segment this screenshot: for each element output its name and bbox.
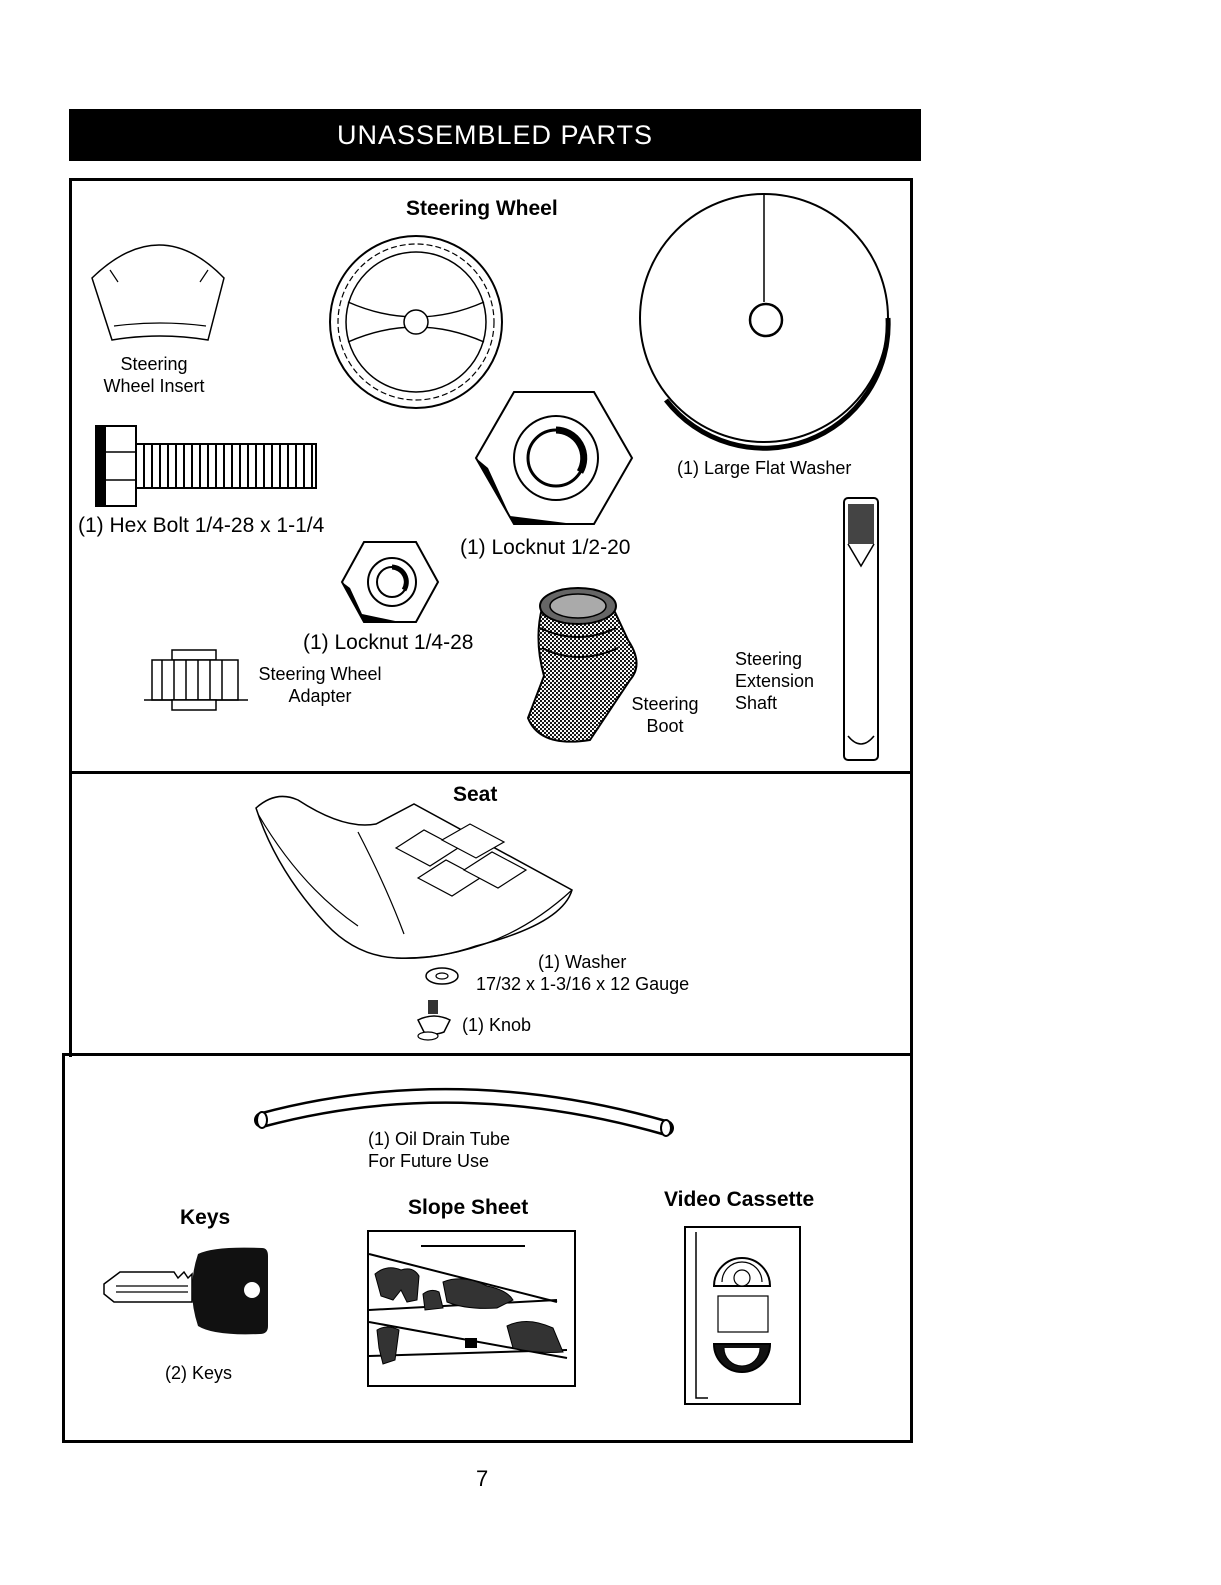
locknut-quarter-inch-label: (1) Locknut 1/4-28 <box>303 631 474 654</box>
seat-panel <box>69 771 913 1057</box>
oil-drain-tube-label: (1) Oil Drain Tube For Future Use <box>368 1129 511 1171</box>
video-cassette-icon <box>684 1226 801 1405</box>
wheel-insert-label: Steering Wheel Insert <box>103 354 205 396</box>
steering-boot-label: Steering Boot <box>631 694 699 736</box>
section-header: UNASSEMBLED PARTS <box>69 109 921 161</box>
video-cassette-title: Video Cassette <box>664 1188 815 1211</box>
extension-shaft-label: Steering Extension Shaft <box>735 649 815 713</box>
seat-icon <box>255 795 573 959</box>
locknut-quarter-inch-icon <box>340 541 440 623</box>
locknut-half-inch-icon <box>474 391 634 525</box>
steering-parts-panel <box>69 178 913 774</box>
knob-icon <box>416 1000 452 1041</box>
steering-wheel-icon <box>329 235 503 409</box>
oil-drain-tube-icon <box>254 1087 674 1137</box>
slope-sheet-title: Slope Sheet <box>408 1196 529 1219</box>
keys-title: Keys <box>180 1206 231 1229</box>
panel-divider <box>62 1053 913 1056</box>
knob-label: (1) Knob <box>462 1015 532 1035</box>
steering-wheel-title: Steering Wheel <box>406 197 558 220</box>
steering-wheel-insert-icon <box>91 244 225 341</box>
steering-boot-icon <box>526 587 638 743</box>
hex-bolt-icon <box>95 425 317 507</box>
large-flat-washer-icon <box>639 193 891 451</box>
wheel-adapter-label: Steering Wheel Adapter <box>258 664 382 706</box>
slope-sheet-icon <box>367 1230 576 1387</box>
steering-wheel-adapter-icon <box>144 649 248 711</box>
steering-extension-shaft-icon <box>843 497 879 761</box>
page-number: 7 <box>476 1466 489 1491</box>
large-flat-washer-label: (1) Large Flat Washer <box>677 458 852 478</box>
seat-title: Seat <box>453 783 498 806</box>
hex-bolt-label: (1) Hex Bolt 1/4-28 x 1-1/4 <box>78 514 325 537</box>
washer-icon <box>425 967 459 985</box>
locknut-half-inch-label: (1) Locknut 1/2-20 <box>460 536 631 559</box>
key-icon <box>103 1247 268 1335</box>
misc-parts-panel <box>62 1053 913 1443</box>
washer-label: (1) Washer 17/32 x 1-3/16 x 12 Gauge <box>476 952 690 994</box>
keys-label: (2) Keys <box>165 1363 233 1383</box>
